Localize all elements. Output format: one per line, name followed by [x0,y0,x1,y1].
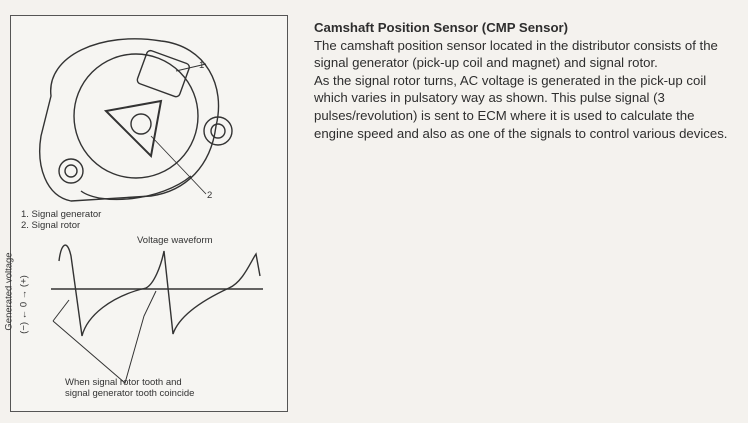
callout-lines [52,290,157,384]
distributor-housing [39,38,220,202]
note-line-2: signal generator tooth coincide [65,388,195,399]
y-axis-label: (−) ← 0 → (+) [18,275,30,334]
section-text: Camshaft Position Sensor (CMP Sensor) Th… [314,19,734,142]
y-axis-title: Generated voltage [3,252,15,331]
callout-2: 2 [207,190,213,201]
note-line-1: When signal rotor tooth and [65,377,182,388]
distributor-figure: 1 2 1. Signal generator 2. Signal rotor … [4,15,288,412]
voltage-waveform [58,244,261,337]
legend-item-1: 1. Signal generator [21,209,102,220]
paragraph-2: As the signal rotor turns, AC voltage is… [314,72,728,141]
distributor-illustration [39,38,263,384]
signal-generator-shape [136,49,191,98]
paragraph-1: The camshaft position sensor located in … [314,37,718,71]
waveform-title: Voltage waveform [137,235,213,246]
callout-1: 1 [199,60,205,71]
signal-rotor-shape [103,99,163,159]
legend-item-2: 2. Signal rotor [21,220,81,231]
section-title: Camshaft Position Sensor (CMP Sensor) [314,20,569,35]
